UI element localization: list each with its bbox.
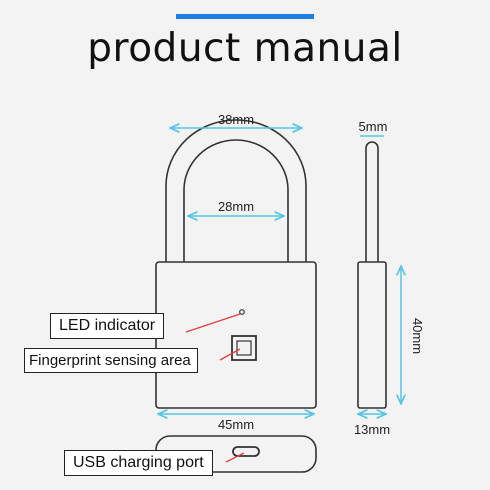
usb-port-label: USB charging port <box>64 450 213 476</box>
shackle-side <box>365 141 379 264</box>
leader-usb <box>225 452 245 463</box>
usb-port-icon <box>232 446 260 457</box>
leader-fingerprint <box>219 348 241 361</box>
lock-body-front <box>155 261 317 409</box>
fingerprint-area-label: Fingerprint sensing area <box>24 348 198 373</box>
dim-label-45: 45mm <box>218 417 254 432</box>
fingerprint-sensor-icon <box>231 335 257 361</box>
led-indicator-label: LED indicator <box>50 313 165 339</box>
leader-led <box>185 313 241 333</box>
led-dot-icon <box>239 309 245 315</box>
dim-label-13: 13mm <box>354 422 390 437</box>
dim-label-28: 28mm <box>218 199 254 214</box>
dim-label-38: 38mm <box>218 112 254 127</box>
page-title: product manual <box>87 26 403 71</box>
header-accent-bar <box>176 14 314 19</box>
dim-label-40: 40mm <box>410 318 425 354</box>
shackle-outline <box>165 119 307 262</box>
lock-body-side <box>357 261 387 409</box>
dim-label-5: 5mm <box>359 119 388 134</box>
